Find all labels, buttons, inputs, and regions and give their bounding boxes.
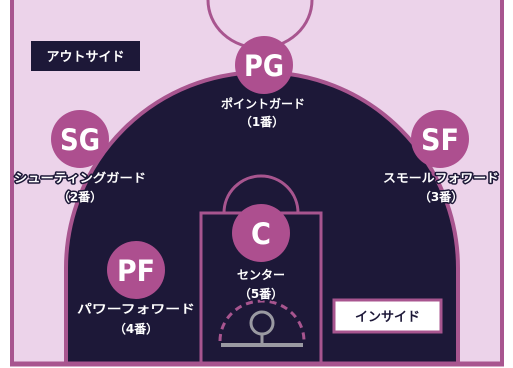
position-pg: PG ポイントガード （1番） bbox=[219, 36, 307, 131]
pf-name: パワーフォワード bbox=[77, 302, 195, 316]
position-sg: SG シューティングガード （2番） bbox=[13, 110, 148, 206]
sg-number: （2番） bbox=[58, 189, 102, 204]
c-circle bbox=[232, 204, 290, 262]
hoop-icon bbox=[221, 310, 303, 347]
restricted-area-arc bbox=[218, 299, 306, 342]
c-abbr: C bbox=[251, 217, 271, 251]
outside-label-box bbox=[31, 41, 140, 71]
pg-number: （1番） bbox=[240, 114, 284, 129]
sf-name: スモールフォワード bbox=[383, 171, 499, 185]
pf-circle bbox=[107, 241, 165, 299]
sf-abbr: SF bbox=[421, 123, 459, 157]
inside-label: インサイド bbox=[355, 310, 420, 325]
pg-name: ポイントガード bbox=[221, 96, 305, 111]
pf-abbr: PF bbox=[117, 254, 155, 288]
c-number: （5番） bbox=[239, 286, 283, 301]
sf-circle bbox=[411, 110, 469, 168]
position-sf: SF スモールフォワード （3番） bbox=[382, 110, 501, 206]
sg-abbr: SG bbox=[60, 123, 100, 157]
sg-name: シューティングガード bbox=[14, 170, 146, 185]
pg-circle bbox=[235, 36, 293, 94]
pg-abbr: PG bbox=[244, 49, 284, 83]
sf-number: （3番） bbox=[419, 189, 463, 204]
c-name: センター bbox=[237, 268, 285, 282]
sg-circle bbox=[51, 110, 109, 168]
position-c: C センター （5番） bbox=[232, 204, 290, 303]
outside-label: アウトサイド bbox=[46, 50, 124, 65]
pf-number: （4番） bbox=[114, 321, 158, 336]
position-pf: PF パワーフォワード （4番） bbox=[76, 241, 197, 338]
inside-label-box bbox=[332, 298, 443, 334]
free-throw-arc bbox=[222, 174, 300, 214]
